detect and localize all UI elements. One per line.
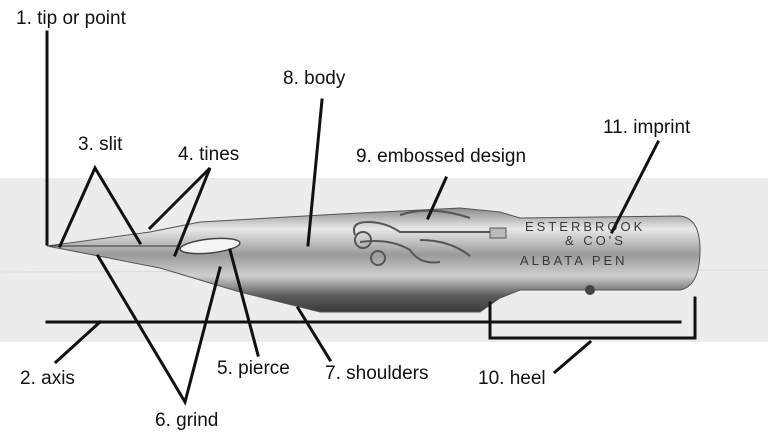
label-tip: 1. tip or point — [16, 8, 126, 29]
grind-leader — [95, 253, 222, 406]
label-grind: 6. grind — [155, 410, 219, 431]
heel-leader — [552, 339, 593, 375]
body-leader — [306, 98, 324, 247]
slit-leader — [58, 164, 143, 248]
imprint-line-2: & CO'S — [565, 233, 626, 248]
label-imprint: 11. imprint — [603, 117, 691, 138]
label-embossed: 9. embossed design — [356, 146, 527, 167]
label-axis: 2. axis — [20, 368, 75, 389]
tines-leader — [147, 166, 212, 257]
label-shoulders: 7. shoulders — [325, 363, 429, 384]
label-slit: 3. slit — [78, 134, 123, 155]
imprint-leader — [609, 139, 661, 235]
heel-bracket — [488, 296, 697, 340]
embossed-leader — [426, 176, 448, 220]
pierce-leader — [228, 248, 260, 357]
shoulders-leader — [295, 305, 333, 363]
nib-body — [46, 207, 701, 313]
pierce-hole — [179, 237, 241, 255]
axis-leader — [53, 319, 103, 365]
label-heel: 10. heel — [478, 368, 546, 389]
imprint-line-3: ALBATA PEN — [520, 253, 628, 268]
imprint-line-1: ESTERBROOK — [525, 219, 645, 234]
label-tines: 4. tines — [178, 144, 240, 165]
label-body: 8. body — [283, 68, 346, 89]
label-pierce: 5. pierce — [217, 358, 290, 379]
